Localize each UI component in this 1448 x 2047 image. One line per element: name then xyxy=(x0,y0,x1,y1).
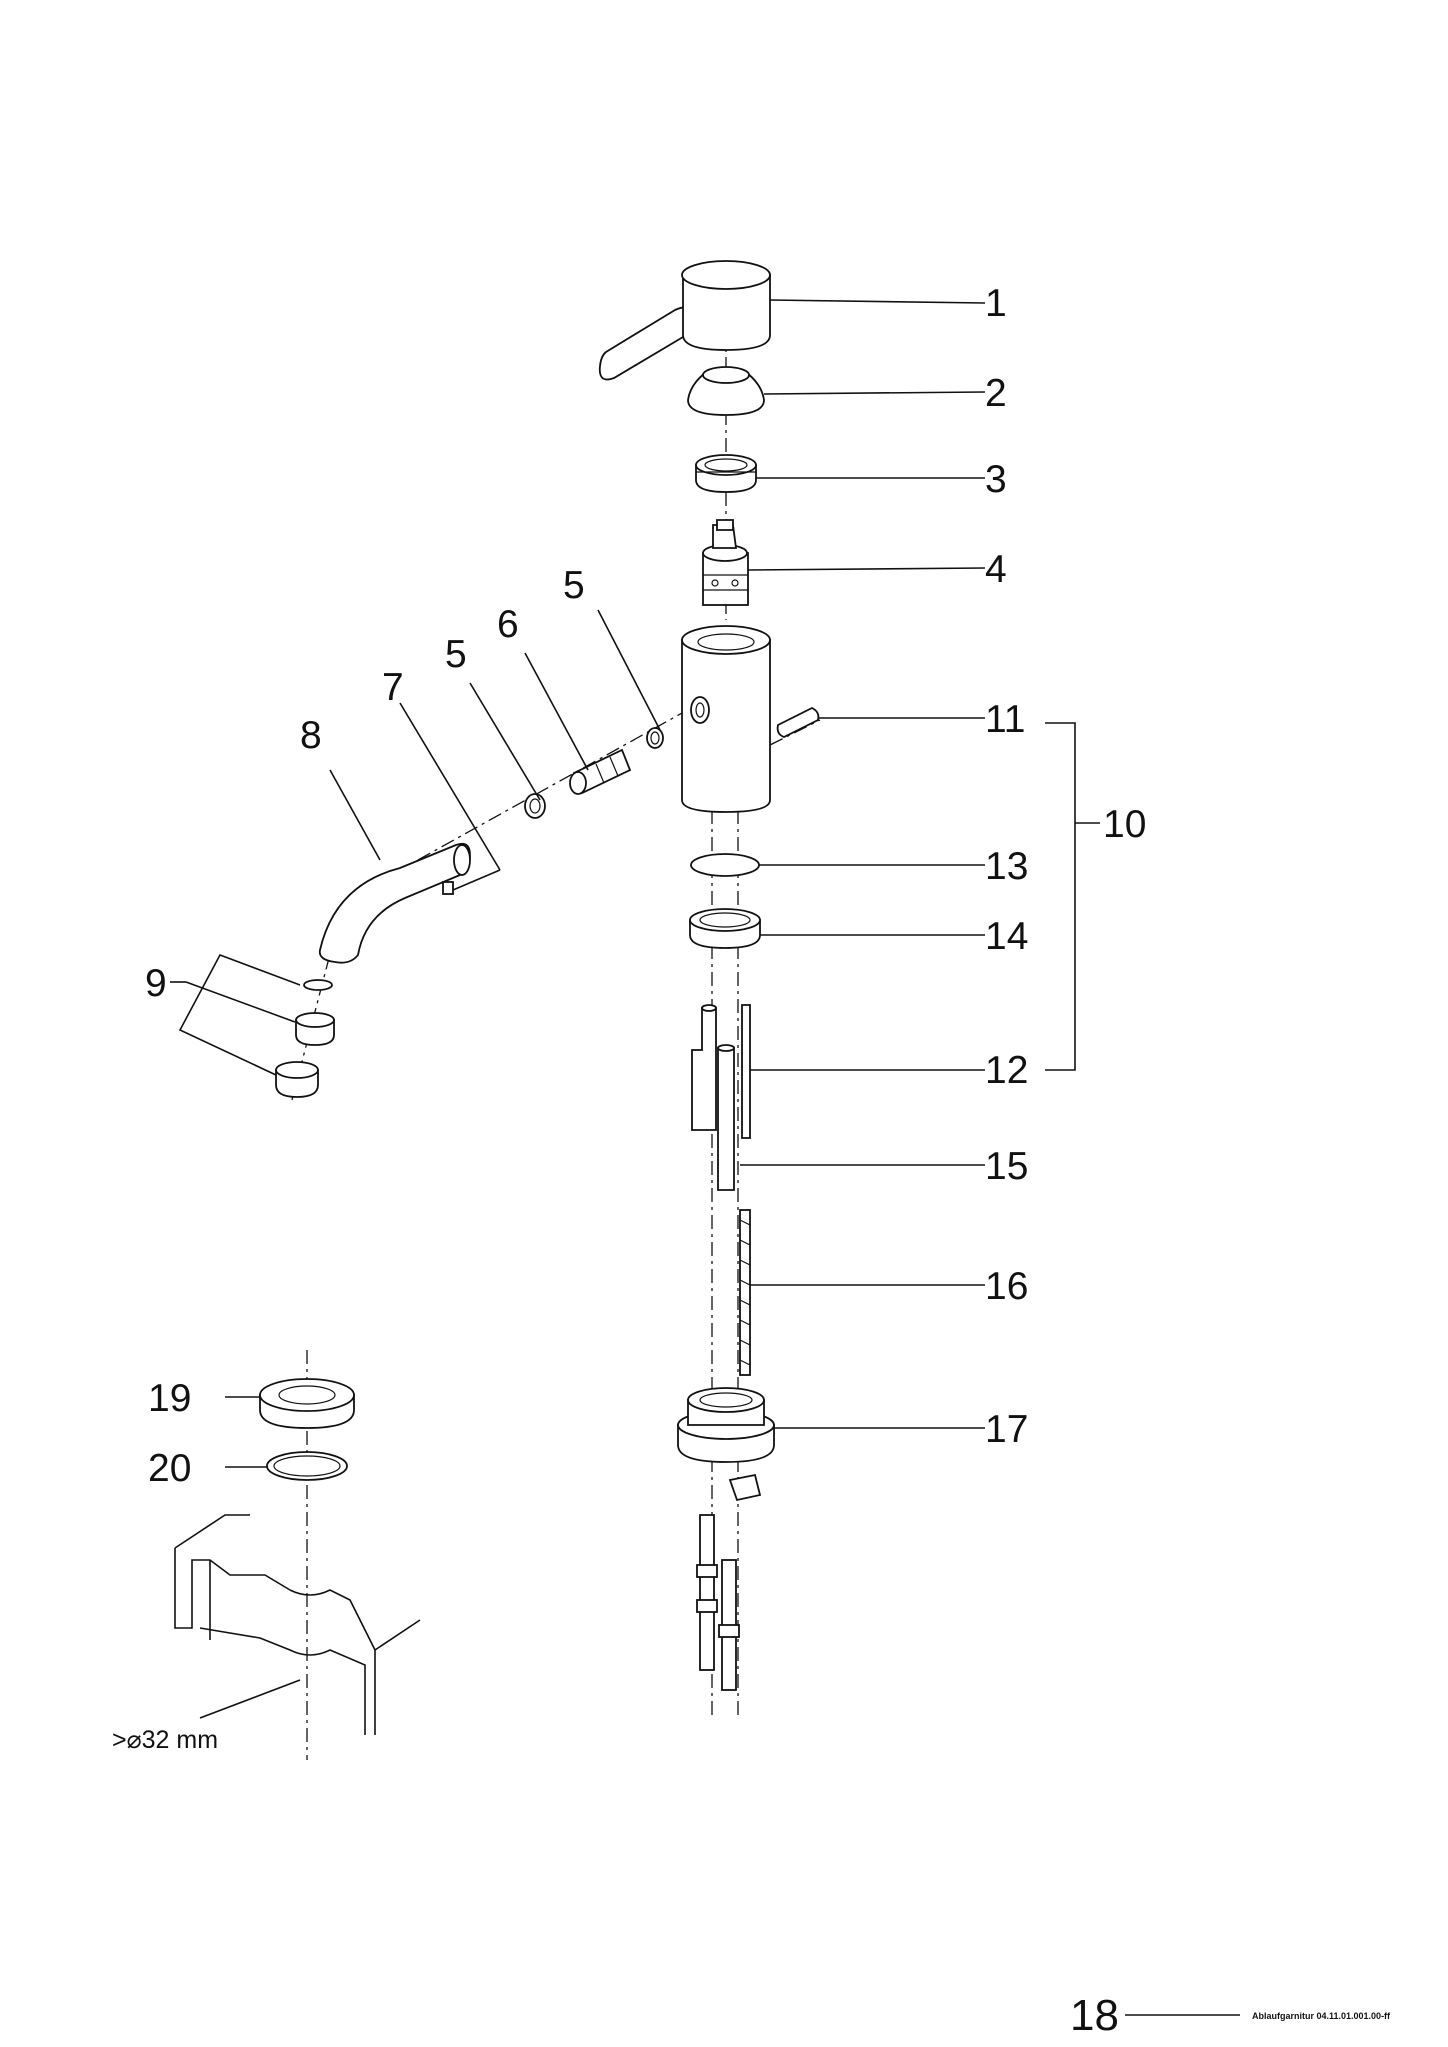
callout-20: 20 xyxy=(148,1447,191,1490)
grub-screw-part xyxy=(442,881,454,895)
callout-17: 17 xyxy=(985,1408,1028,1451)
callout-8: 8 xyxy=(300,714,322,757)
oring-part-lower xyxy=(524,793,546,819)
document-reference: Ablaufgarnitur 04.11.01.001.00-ff xyxy=(1252,2011,1391,2021)
oring-part-13 xyxy=(690,853,760,877)
threaded-rod-part xyxy=(739,1209,751,1376)
threaded-ring-part xyxy=(695,454,757,493)
lower-hoses-part xyxy=(696,1514,740,1691)
callout-11: 11 xyxy=(985,698,1026,741)
callout-5-lower: 5 xyxy=(445,633,467,676)
faucet-body-part xyxy=(681,625,820,813)
connector-part xyxy=(569,748,632,795)
callout-6: 6 xyxy=(497,603,519,646)
callout-3: 3 xyxy=(985,458,1007,501)
aerator-part xyxy=(275,979,335,1098)
handle-part xyxy=(598,260,771,381)
gasket-part xyxy=(266,1451,348,1481)
cover-cap-part xyxy=(687,366,765,416)
callout-16: 16 xyxy=(985,1265,1028,1308)
supply-hoses-part xyxy=(691,1004,751,1191)
callout-2: 2 xyxy=(985,372,1007,415)
callout-9: 9 xyxy=(145,962,167,1005)
callout-1: 1 xyxy=(985,282,1007,325)
callout-10: 10 xyxy=(1103,803,1146,846)
threaded-bush-part xyxy=(689,908,761,949)
callout-14: 14 xyxy=(985,915,1028,958)
hole-diameter-note: >⌀32 mm xyxy=(112,1726,218,1754)
callout-15: 15 xyxy=(985,1145,1028,1188)
countertop-section xyxy=(174,1514,421,1735)
callout-5-upper: 5 xyxy=(563,564,585,607)
leader-lines xyxy=(170,299,1240,2016)
base-ring-part xyxy=(259,1378,355,1429)
callout-4: 4 xyxy=(985,548,1007,591)
callout-7: 7 xyxy=(382,666,404,709)
oring-part-upper xyxy=(646,727,664,749)
spout-part xyxy=(318,842,471,964)
callout-12: 12 xyxy=(985,1049,1028,1092)
page-number: 18 xyxy=(1070,1991,1119,2040)
fixing-set-part xyxy=(677,1387,775,1502)
cartridge-part xyxy=(702,519,749,606)
callout-13: 13 xyxy=(985,845,1028,888)
callout-19: 19 xyxy=(148,1377,191,1420)
